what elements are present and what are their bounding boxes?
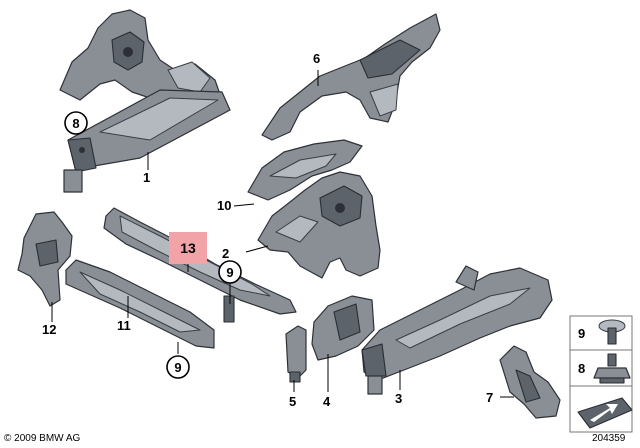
part-front-rail-right: [361, 265, 553, 395]
callout-2: 2: [222, 246, 229, 261]
callout-3: 3: [395, 391, 402, 406]
callout-8-circled: 8: [64, 111, 88, 135]
callout-9b: 9: [174, 360, 181, 375]
part-front-rail-left: [63, 89, 231, 193]
fastener-legend: 9 8: [569, 315, 633, 433]
arrow-plate-icon: [577, 397, 633, 429]
legend-number-8: 8: [578, 361, 585, 376]
callout-1: 1: [143, 170, 150, 185]
rivet-icon: [598, 319, 626, 345]
callout-6: 6: [313, 51, 320, 66]
callout-9-circled-lower: 9: [166, 355, 190, 379]
callout-13-highlighted: 13: [169, 232, 207, 264]
leader-lines: [51, 70, 514, 398]
copyright-text: © 2009 BMW AG: [4, 433, 81, 444]
nut-icon: [593, 353, 631, 384]
callout-4: 4: [323, 394, 331, 409]
part-lower-crossmember: [65, 259, 215, 349]
callout-13: 13: [180, 240, 196, 256]
drawing-number: 204359: [592, 433, 626, 444]
part-end-bracket: [499, 345, 561, 419]
callout-10: 10: [217, 198, 231, 213]
callout-5: 5: [289, 394, 296, 409]
part-small-bracket: [285, 325, 307, 383]
callout-12: 12: [42, 322, 56, 337]
callout-7: 7: [486, 390, 493, 405]
part-wheel-arch-center: [257, 171, 381, 279]
callout-11: 11: [117, 318, 131, 333]
part-bracket-left: [17, 211, 73, 307]
callout-8: 8: [72, 116, 79, 131]
legend-number-9: 9: [578, 326, 585, 341]
part-wheel-housing-right: [261, 13, 441, 141]
part-wheel-arch-shield: [247, 139, 363, 201]
callout-9: 9: [226, 265, 233, 280]
callout-9-circled-upper: 9: [218, 260, 242, 284]
part-mounting-bracket: [311, 295, 375, 361]
